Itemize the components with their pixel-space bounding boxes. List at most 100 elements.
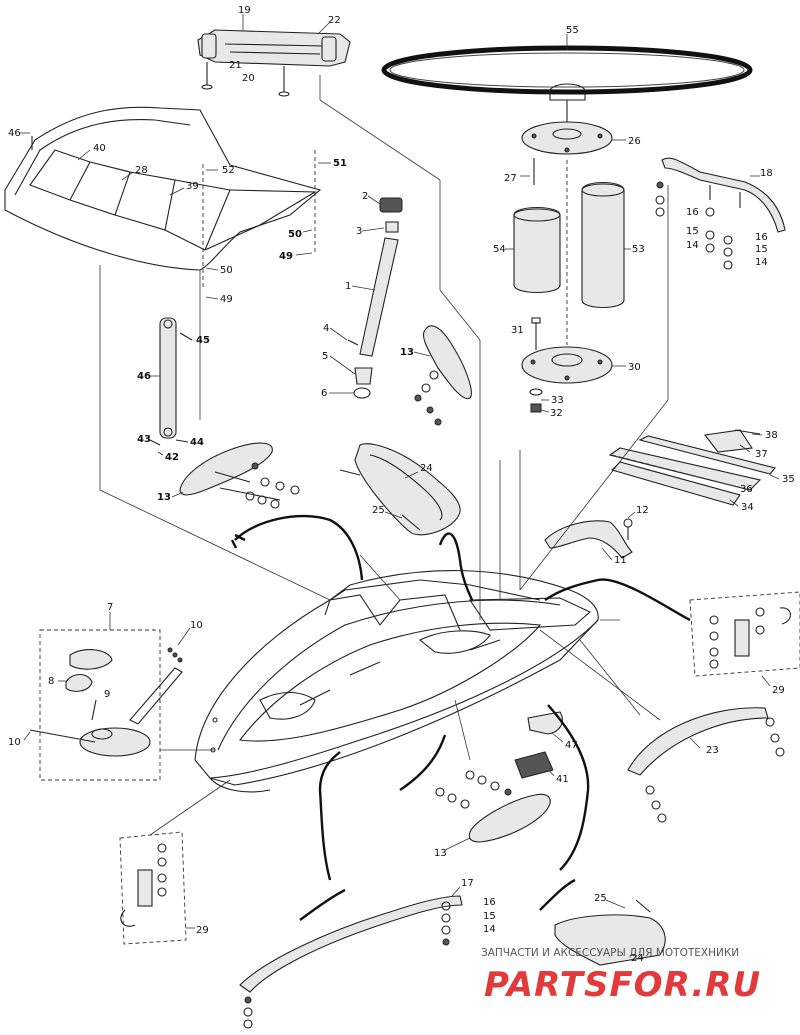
callout-13a: 13 bbox=[400, 347, 414, 358]
part-13-cleat-left bbox=[171, 442, 300, 509]
part-27-bolt bbox=[520, 158, 535, 185]
callout-20: 20 bbox=[242, 73, 255, 84]
callout-52: 52 bbox=[222, 165, 235, 176]
part-13-cleat-upper bbox=[413, 325, 472, 426]
callout-13c: 13 bbox=[434, 848, 447, 859]
callout-2: 2 bbox=[362, 191, 368, 202]
callout-19: 19 bbox=[238, 5, 251, 16]
watermark: ЗАПЧАСТИ И АКСЕССУАРЫ ДЛЯ МОТОТЕХНИКИ PA… bbox=[481, 947, 760, 1005]
callout-27: 27 bbox=[504, 173, 517, 184]
part-31-bolt bbox=[529, 317, 550, 413]
callout-22: 22 bbox=[328, 15, 341, 26]
part-52-screw bbox=[202, 164, 219, 300]
callout-14a: 14 bbox=[686, 240, 699, 251]
callout-30: 30 bbox=[628, 362, 641, 373]
callout-13b: 13 bbox=[157, 492, 171, 503]
callout-21: 21 bbox=[229, 60, 242, 71]
callout-29b: 29 bbox=[196, 925, 209, 936]
callout-15c: 15 bbox=[483, 911, 496, 922]
callout-4: 4 bbox=[323, 323, 329, 334]
callout-44: 44 bbox=[190, 437, 204, 448]
callout-43: 43 bbox=[137, 434, 151, 445]
callout-24a: 24 bbox=[420, 463, 433, 474]
callout-28: 28 bbox=[135, 165, 148, 176]
parts-34-38-rails bbox=[608, 429, 780, 507]
callout-3: 3 bbox=[356, 226, 362, 237]
callout-29a: 29 bbox=[772, 685, 785, 696]
callout-17: 17 bbox=[461, 878, 474, 889]
callout-24b: 24 bbox=[631, 953, 644, 964]
callout-53: 53 bbox=[632, 244, 645, 255]
callout-15a: 15 bbox=[686, 226, 699, 237]
part-17-rail bbox=[239, 886, 463, 1029]
part-11-bracket bbox=[544, 511, 636, 561]
callout-14c: 14 bbox=[483, 924, 496, 935]
part-24-seat-lower bbox=[554, 899, 666, 966]
callout-12: 12 bbox=[636, 505, 649, 516]
callout-55: 55 bbox=[566, 25, 579, 36]
part-54-cylinder bbox=[505, 207, 561, 293]
callout-6: 6 bbox=[321, 388, 327, 399]
part-13-cleat-lower bbox=[435, 770, 551, 851]
part-26-flange bbox=[521, 83, 626, 155]
part-24-seat bbox=[339, 443, 461, 536]
callout-51: 51 bbox=[333, 158, 347, 169]
part-55-ring bbox=[381, 34, 753, 95]
callout-35: 35 bbox=[782, 474, 795, 485]
part-29-fitting-right bbox=[689, 591, 800, 687]
callout-1: 1 bbox=[345, 281, 351, 292]
callout-49b: 49 bbox=[220, 294, 233, 305]
watermark-caption: ЗАПЧАСТИ И АКСЕССУАРЫ ДЛЯ МОТОТЕХНИКИ bbox=[481, 947, 739, 959]
part-53-cylinder bbox=[566, 160, 631, 345]
callout-38: 38 bbox=[765, 430, 778, 441]
part-47-plate bbox=[527, 711, 564, 743]
callout-36: 36 bbox=[740, 484, 753, 495]
callout-16a: 16 bbox=[686, 207, 699, 218]
callout-14b: 14 bbox=[755, 257, 768, 268]
callout-46a: 46 bbox=[8, 128, 21, 139]
callout-39: 39 bbox=[186, 181, 199, 192]
callout-5: 5 bbox=[322, 351, 328, 362]
callout-8: 8 bbox=[48, 676, 54, 687]
part-19-bracket bbox=[197, 14, 351, 97]
part-18-rail bbox=[655, 157, 786, 270]
tower-pole-assembly bbox=[329, 195, 403, 399]
callout-34: 34 bbox=[741, 502, 754, 513]
callout-50a: 50 bbox=[288, 229, 302, 240]
callout-18: 18 bbox=[760, 168, 773, 179]
part-23-rail bbox=[627, 707, 785, 823]
callout-11: 11 bbox=[614, 555, 627, 566]
callout-31: 31 bbox=[511, 325, 524, 336]
routing-lines bbox=[99, 75, 669, 836]
callout-47: 47 bbox=[565, 740, 578, 751]
callout-10a: 10 bbox=[190, 620, 203, 631]
callout-7: 7 bbox=[107, 602, 113, 613]
callout-9: 9 bbox=[104, 689, 110, 700]
callout-arcs bbox=[230, 514, 691, 921]
callout-15b: 15 bbox=[755, 244, 768, 255]
callout-40: 40 bbox=[93, 143, 106, 154]
callout-50b: 50 bbox=[220, 265, 233, 276]
callout-46b: 46 bbox=[137, 371, 151, 382]
part-41-pad bbox=[514, 751, 555, 779]
callout-49a: 49 bbox=[279, 251, 293, 262]
part-46-grab-handle bbox=[149, 317, 193, 456]
callout-32: 32 bbox=[550, 408, 563, 419]
callout-54: 54 bbox=[493, 244, 506, 255]
boat-hull bbox=[194, 570, 599, 793]
callout-45: 45 bbox=[196, 335, 210, 346]
callout-33: 33 bbox=[551, 395, 564, 406]
part-51-screw bbox=[295, 150, 331, 256]
callout-26: 26 bbox=[628, 136, 641, 147]
part-29-fitting-lower bbox=[119, 831, 195, 945]
callout-41: 41 bbox=[556, 774, 569, 785]
windshield-assembly bbox=[4, 106, 322, 271]
callout-37: 37 bbox=[755, 449, 768, 460]
callout-16c: 16 bbox=[483, 897, 496, 908]
part-30-flange bbox=[521, 346, 626, 384]
callout-25a: 25 bbox=[372, 505, 385, 516]
callout-10b: 10 bbox=[8, 737, 21, 748]
callout-25b: 25 bbox=[594, 893, 607, 904]
